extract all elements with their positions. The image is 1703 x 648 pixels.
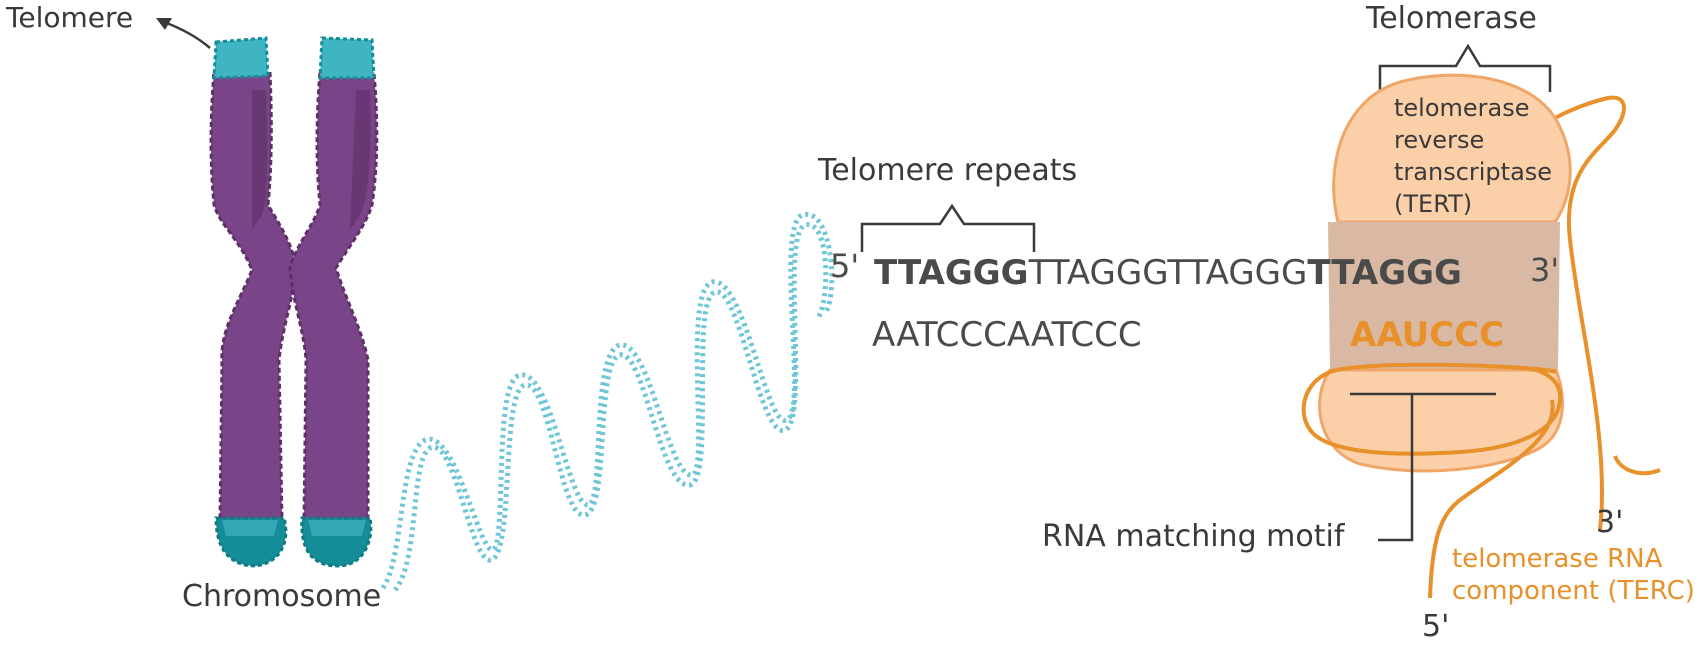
dna-strand-inner [380, 212, 835, 590]
prime-5-top: 5' [830, 247, 860, 285]
terc-tail [1428, 399, 1555, 599]
telomere-cap-top-right [318, 36, 376, 80]
chromosome-shading-right [350, 90, 371, 230]
telomere-cap-bottom-left-highlight [222, 520, 278, 536]
repeat-2: TTAGGG [1028, 253, 1168, 293]
template-region [1328, 222, 1560, 370]
telomere-cap-bottom-right-highlight [308, 520, 366, 536]
chromosome-label: Chromosome [182, 579, 382, 614]
terc-prime-3: 3' [1596, 505, 1624, 540]
dna-top-strand: TTAGGGTTAGGGTTAGGGTTAGGG [874, 256, 1462, 290]
telomerase-bracket [1378, 43, 1552, 92]
terc-prime-5: 5' [1422, 609, 1450, 644]
repeat-3: TTAGGG [1167, 253, 1308, 293]
terc-loop [1301, 362, 1661, 476]
dna-strand [380, 212, 835, 592]
tert-label-line2: reverse [1394, 126, 1485, 154]
telomere-cap-top-left [212, 36, 270, 80]
tert-domain [1332, 73, 1572, 224]
chromosome-graphic [209, 36, 379, 568]
repeat-4: TTAGGG [1307, 253, 1462, 293]
tert-label-line1: telomerase [1394, 94, 1530, 122]
prime-3-top: 3' [1530, 251, 1560, 289]
dna-complement-strand: AATCCCAATCCC [872, 315, 1142, 355]
lower-domain [1318, 368, 1564, 473]
rna-matching-motif-label: RNA matching motif [1042, 519, 1345, 554]
rna-motif-connector [1350, 392, 1496, 542]
rna-template-sequence: AAUCCC [1350, 315, 1505, 355]
tert-label-line4: (TERT) [1394, 190, 1473, 218]
repeat-1: TTAGGG [874, 253, 1029, 293]
telomere-pointer-arrow [156, 18, 211, 49]
telomerase-label: Telomerase [1366, 1, 1537, 36]
terc-label-line2: component (TERC) [1452, 576, 1695, 606]
telomere-repeats-label: Telomere repeats [818, 153, 1078, 188]
telomerase-enzyme [1301, 73, 1661, 599]
tert-label-line3: transcriptase [1394, 158, 1553, 186]
chromosome-shading-left [252, 90, 268, 230]
telomere-repeats-bracket [860, 203, 1036, 252]
terc-label-line1: telomerase RNA [1452, 544, 1663, 574]
telomere-label: Telomere [6, 1, 134, 34]
terc-rna-strand [1554, 95, 1626, 531]
dna-strand-outer [392, 222, 829, 592]
